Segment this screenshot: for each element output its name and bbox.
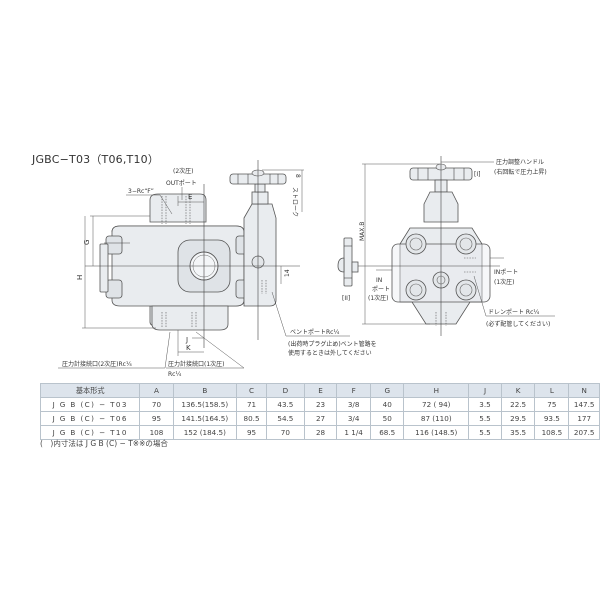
table-header-row: 基本形式 A B C D E F G H J K L N (39, 383, 600, 398)
cell-C: 71 (236, 397, 267, 412)
cell-C: 95 (236, 425, 267, 440)
vent-port-label: ベントポートRc¼ (290, 328, 339, 336)
dim-8-label: 8 (294, 174, 301, 178)
gauge-port-1-label-1: 圧力計接続口(1次圧) (168, 360, 225, 368)
cell-D: 70 (266, 425, 305, 440)
cell-model: J G B (C) − T06 (39, 411, 141, 426)
col-header: F (336, 383, 372, 398)
out-port-label-2: OUTポート (166, 179, 197, 187)
col-header: E (303, 383, 338, 398)
cell-G: 40 (370, 397, 405, 412)
cell-E: 28 (303, 425, 338, 440)
cell-J: 5.5 (468, 411, 502, 426)
cell-B: 141.5(164.5) (172, 411, 238, 426)
cell-L: 93.5 (534, 411, 570, 426)
front-view: E G H J K 14 ストローク 8 (2次圧) OUTポート 3−Rc“F… (58, 160, 377, 378)
gauge-port-1-label-2: Rc¼ (168, 371, 181, 378)
col-header: G (370, 383, 405, 398)
col-header: B (172, 383, 238, 398)
drain-label-2: (必ず配管してください) (486, 320, 550, 328)
col-header: N (568, 383, 600, 398)
cell-F: 3/8 (336, 397, 372, 412)
in-port-left-3: (1次圧) (368, 294, 389, 302)
cell-L: 75 (534, 397, 570, 412)
cell-G: 50 (370, 411, 405, 426)
in-port-right-2: (1次圧) (494, 278, 515, 286)
col-header: C (236, 383, 267, 398)
cell-B: 152 (184.5) (172, 425, 238, 440)
col-header: 基本形式 (39, 383, 141, 398)
in-port-right-1: INポート (494, 268, 518, 276)
col-header: A (139, 383, 174, 398)
table-footnote: ( )内寸法は J G B (C) − T※※の場合 (40, 439, 168, 448)
cell-N: 147.5 (568, 397, 600, 412)
col-header: J (468, 383, 502, 398)
col-header: L (534, 383, 570, 398)
view-II-label: [II] (342, 295, 350, 302)
cell-N: 207.5 (568, 425, 600, 440)
dim-K-label: K (186, 344, 191, 352)
dim-14-label: 14 (284, 269, 291, 277)
cell-A: 108 (139, 425, 174, 440)
cell-F: 1 1/4 (336, 425, 372, 440)
vent-note-2: 使用するときは外してください (288, 349, 372, 357)
gauge-port-2-label: 圧力計接続口(2次圧)Rc¼ (62, 360, 132, 368)
cell-A: 70 (139, 397, 174, 412)
cell-D: 54.5 (266, 411, 305, 426)
drain-label-1: ドレンポート Rc¼ (488, 308, 539, 316)
cell-B: 136.5(158.5) (172, 397, 238, 412)
cell-H: 116 (148.5) (403, 425, 470, 440)
cell-model: J G B (C) − T03 (39, 397, 141, 412)
table-row: J G B (C) − T10 108 152 (184.5) 95 70 28… (39, 425, 600, 440)
view-I-label: [I] (474, 171, 480, 178)
col-header: D (266, 383, 305, 398)
max-B-label: MAX.B (359, 222, 366, 241)
cell-E: 23 (303, 397, 338, 412)
handle-label-2: (右回転で圧力上昇) (494, 168, 547, 176)
drawing-title: JGBC−T03（T06,T10） (32, 153, 160, 166)
cell-E: 27 (303, 411, 338, 426)
in-port-left-1: IN (376, 277, 382, 284)
stroke-label: ストローク (291, 187, 298, 217)
cell-H: 72 ( 94) (403, 397, 470, 412)
handle-label-1: 圧力調整ハンドル (496, 158, 544, 166)
cell-K: 29.5 (500, 411, 536, 426)
cell-K: 35.5 (500, 425, 536, 440)
cell-C: 80.5 (236, 411, 267, 426)
table-row: J G B (C) − T06 95 141.5(164.5) 80.5 54.… (39, 411, 600, 426)
dim-E-label: E (188, 193, 192, 201)
cell-A: 95 (139, 411, 174, 426)
cell-F: 3/4 (336, 411, 372, 426)
cell-J: 5.5 (468, 425, 502, 440)
cell-G: 68.5 (370, 425, 405, 440)
port-thread-label: 3−Rc“F” (128, 188, 154, 195)
in-port-left-2: ポート (372, 285, 390, 293)
cell-model: J G B (C) − T10 (39, 425, 141, 440)
dim-J-label: J (185, 336, 188, 344)
cell-N: 177 (568, 411, 600, 426)
vent-note-1: (出荷時プラグ止め)ベント管路を (288, 340, 377, 348)
cell-L: 108.5 (534, 425, 570, 440)
out-port-label-1: (2次圧) (173, 167, 194, 175)
table-row: J G B (C) − T03 70 136.5(158.5) 71 43.5 … (39, 397, 600, 412)
cell-H: 87 (110) (403, 411, 470, 426)
dimension-table: 基本形式 A B C D E F G H J K L N J G B (C) −… (39, 383, 600, 440)
dim-G-label: G (83, 240, 91, 245)
col-header: K (500, 383, 536, 398)
cell-J: 3.5 (468, 397, 502, 412)
col-header: H (403, 383, 470, 398)
cell-D: 43.5 (266, 397, 305, 412)
side-view: [II] MAX.B 圧力調整ハンドル (右回転で圧力上昇) [I] IN ポー… (337, 156, 555, 336)
dim-H-label: H (76, 275, 84, 280)
cell-K: 22.5 (500, 397, 536, 412)
